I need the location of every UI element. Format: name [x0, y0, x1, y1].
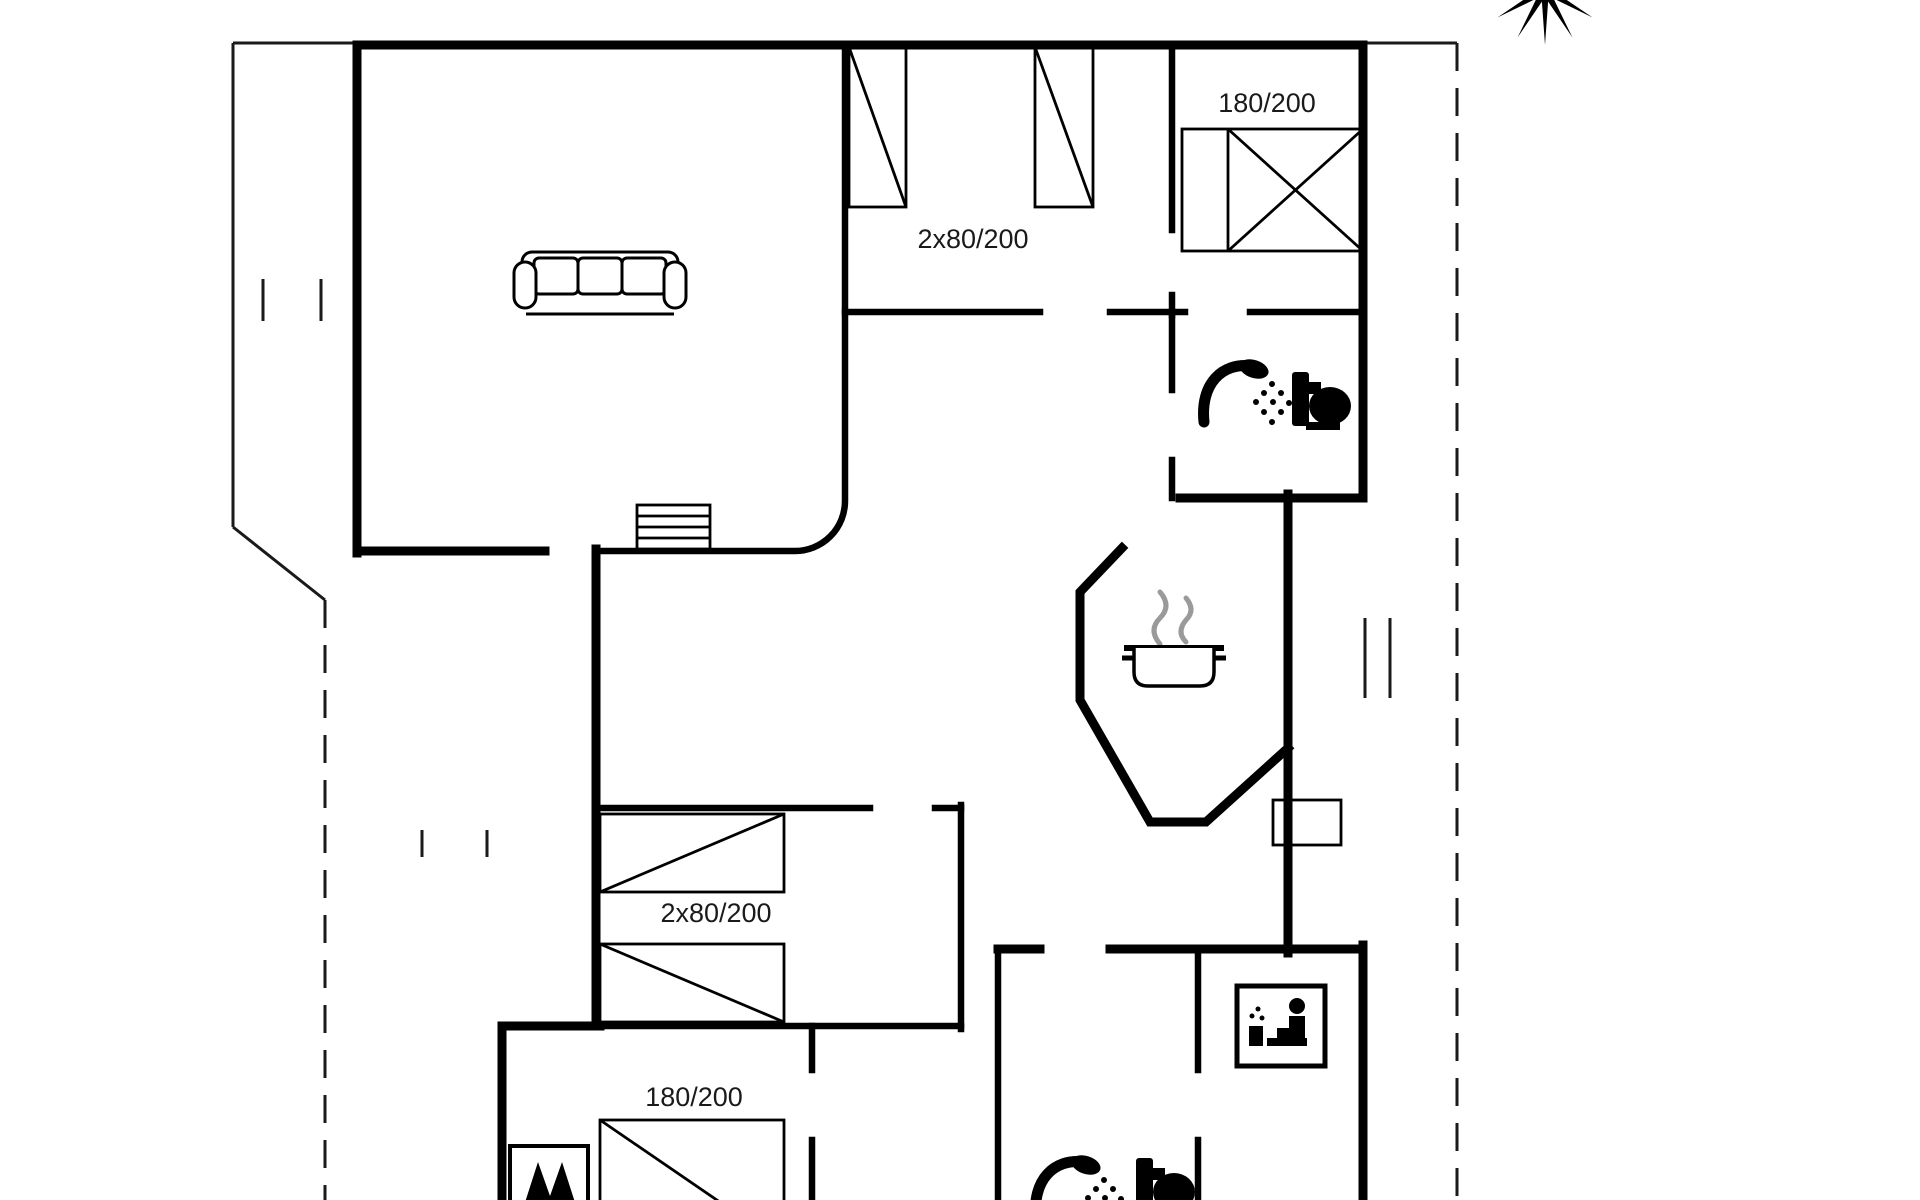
interior-walls [592, 41, 1367, 1200]
bed-size-label: 2x80/200 [917, 224, 1028, 254]
wall-outline-top [352, 40, 1368, 558]
sauna-icon [1234, 983, 1328, 1069]
bed-size-label: 2x80/200 [660, 898, 771, 928]
shower-icon [1036, 1152, 1124, 1200]
toilet-icon [1136, 1158, 1195, 1200]
bed-single [1033, 45, 1095, 209]
bed-size-label: 180/200 [1218, 88, 1316, 118]
opening-tick-marks [261, 279, 1392, 857]
bed-single [598, 812, 786, 894]
bed-symbols [598, 45, 1365, 1200]
bed-single [598, 942, 786, 1024]
plot-line-left-diagonal [232, 525, 326, 602]
cooking-pot-icon [1122, 589, 1226, 688]
bed-double [1180, 127, 1365, 253]
toilet-icon [1292, 372, 1351, 430]
wall-living-east-arc [592, 41, 849, 555]
steam-icon [1151, 589, 1194, 647]
bed-single [847, 45, 908, 209]
wall-kitchen-west [1075, 541, 1295, 827]
exterior-walls [352, 40, 1368, 1200]
compass-rose-icon [1497, 0, 1593, 45]
plot-boundary [231, 41, 1459, 1200]
shower-icon [1204, 356, 1292, 425]
steps-icon [635, 503, 712, 551]
wood-stove-icon [508, 1144, 590, 1200]
bed-double [598, 1118, 786, 1200]
wall-west-lower [497, 1021, 605, 1200]
bed-size-label: 180/200 [645, 1082, 743, 1112]
sofa-icon [512, 250, 688, 316]
chimney-niche [1271, 798, 1343, 847]
